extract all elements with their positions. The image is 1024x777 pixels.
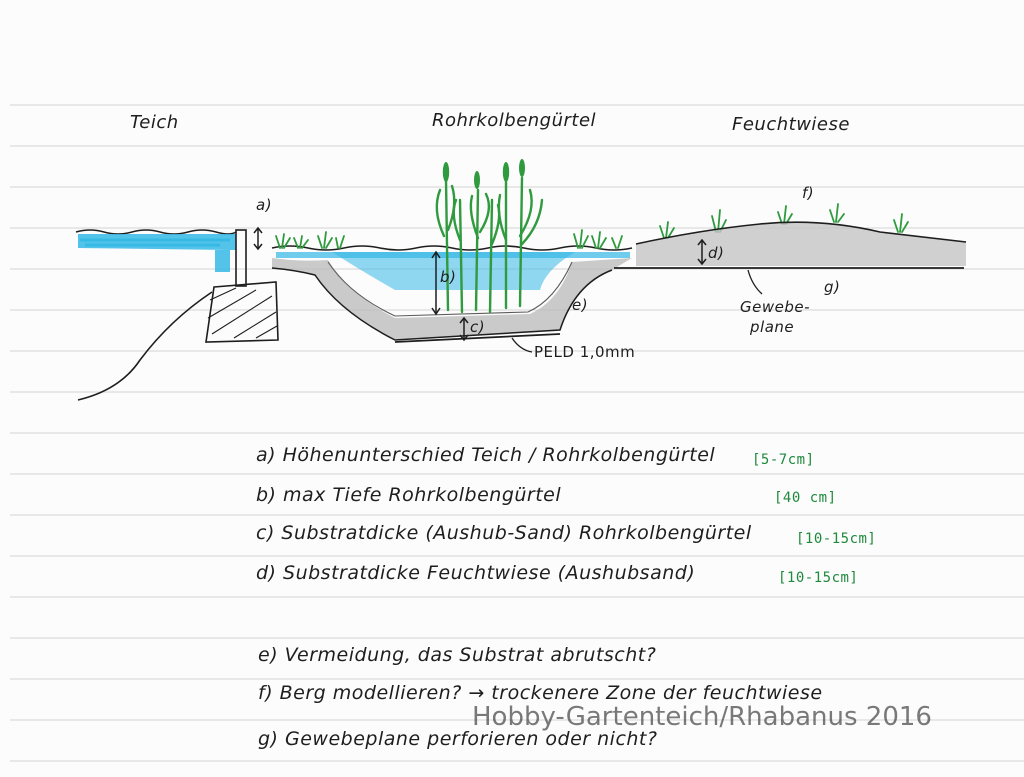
arrow-c [459, 316, 469, 342]
note-f: f) Berg modellieren? → trockenere Zone d… [258, 682, 823, 704]
gewebeplane-label-line2: plane [750, 318, 795, 336]
note-e: e) Vermeidung, das Substrat abrutscht? [258, 644, 657, 666]
substrate-basin [271, 258, 632, 343]
marker-g: g) [824, 278, 841, 296]
gewebeplane-leader [747, 269, 763, 295]
peld-label: PELD 1,0mm [534, 343, 636, 361]
marker-b: b) [440, 268, 457, 286]
note-b-range: [40 cm] [774, 490, 837, 506]
arrow-b [431, 250, 441, 316]
zone-label-rohrkolbenguertel: Rohrkolbengürtel [432, 110, 597, 131]
note-g: g) Gewebeplane perforieren oder nicht? [258, 728, 658, 750]
zone-label-teich: Teich [130, 112, 179, 133]
note-b: b) max Tiefe Rohrkolbengürtel [256, 484, 562, 506]
marker-e: e) [572, 296, 589, 314]
cattail-plants [435, 176, 544, 314]
gewebeplane-label-line1: Gewebe- [740, 298, 811, 316]
peld-leader [511, 337, 533, 353]
marker-d: d) [708, 244, 725, 262]
note-a: a) Höhenunterschied Teich / Rohrkolbengü… [256, 444, 716, 466]
pond-bank [77, 229, 279, 401]
notebook-lines [10, 104, 1024, 762]
arrow-d [697, 238, 707, 266]
zone-label-feuchtwiese: Feuchtwiese [732, 114, 850, 135]
marker-a: a) [256, 196, 273, 214]
marker-f: f) [802, 184, 815, 202]
note-d: d) Substratdicke Feuchtwiese (Aushubsand… [256, 562, 696, 584]
marker-c: c) [470, 318, 486, 336]
cattail-belt-water [271, 245, 633, 290]
wet-meadow [614, 221, 967, 269]
arrow-a [253, 226, 263, 251]
note-c: c) Substratdicke (Aushub-Sand) Rohrkolbe… [256, 522, 752, 544]
note-c-range: [10-15cm] [796, 531, 877, 547]
pond-water [75, 229, 237, 272]
watermark: Hobby-Gartenteich/Rhabanus 2016 [472, 702, 932, 732]
note-a-range: [5-7cm] [752, 452, 815, 468]
cattail-heads [442, 159, 525, 189]
note-d-range: [10-15cm] [778, 570, 859, 586]
